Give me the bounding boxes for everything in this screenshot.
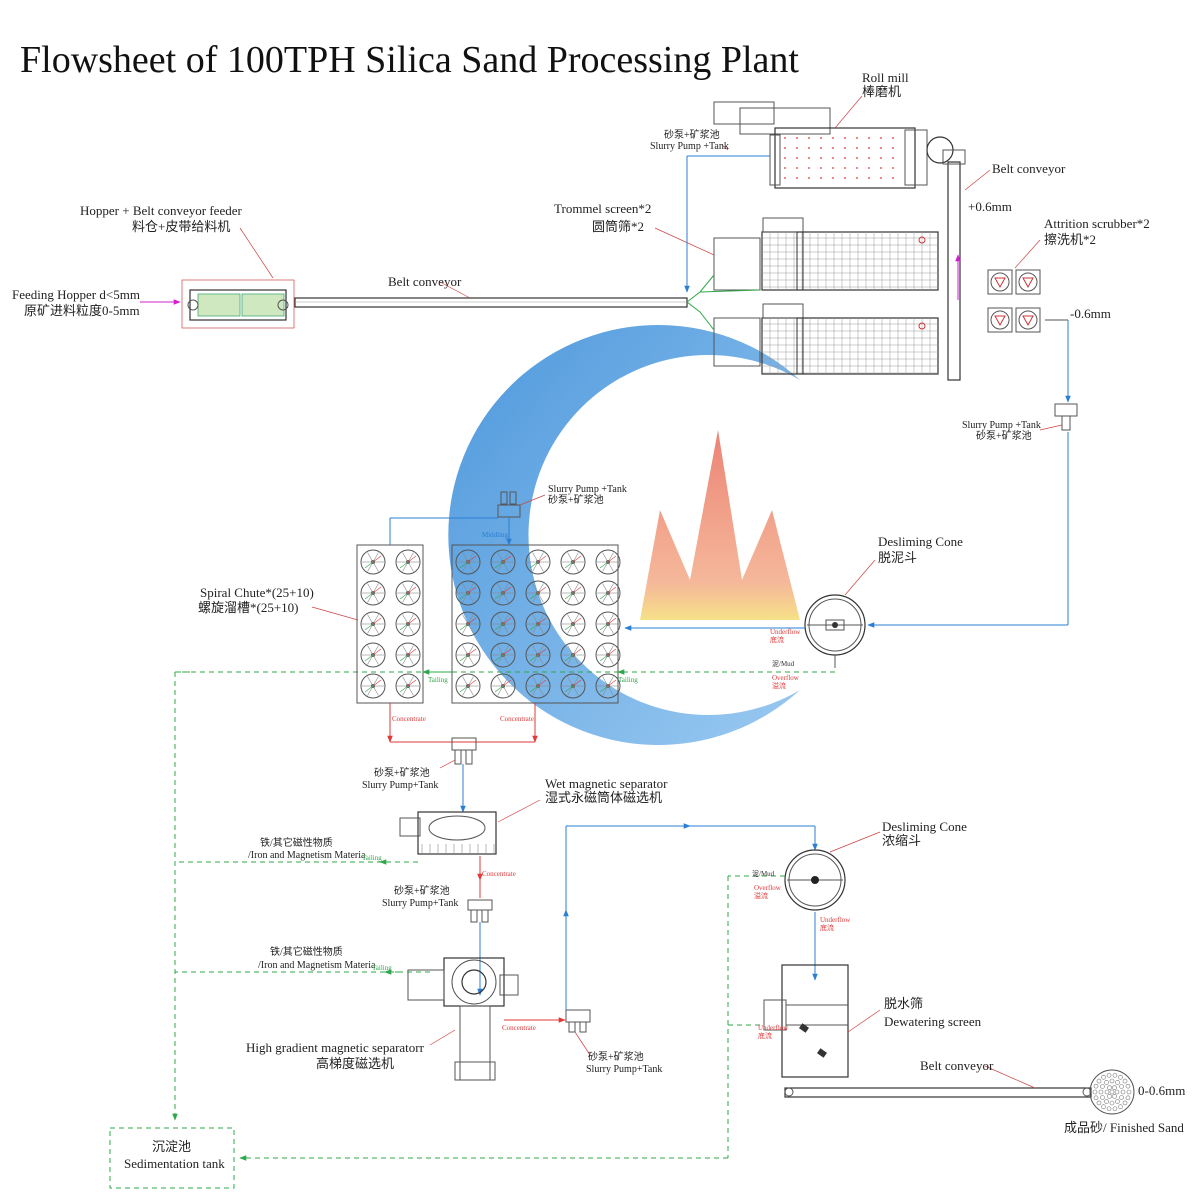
dewater-label: Dewatering screen <box>884 1014 982 1029</box>
sedimentation-tank <box>109 1127 235 1189</box>
pump-tank-5 <box>467 899 493 923</box>
mud1-label: 泥/Mud <box>772 660 795 668</box>
sedimentation-label: Sedimentation tank <box>124 1156 225 1171</box>
trommel-label: Trommel screen*2 <box>554 201 651 216</box>
pump-tank-6 <box>565 1009 591 1033</box>
iron1-label-cn: 铁/其它磁性物质 <box>260 836 333 849</box>
trommel-screen-bottom <box>713 303 939 375</box>
finished-sand-label: 成品砂/ Finished Sand <box>1064 1120 1184 1135</box>
desliming1-label-cn: 脱泥斗 <box>878 550 917 565</box>
iron1-label: /Iron and Magnetism Materia <box>248 850 366 861</box>
high-gradient-magnetic-separator <box>407 957 519 1081</box>
hopper-label: Hopper + Belt conveyor feeder <box>80 203 242 218</box>
feeding-hopper <box>181 279 295 329</box>
pump-tank-3 <box>1054 403 1078 431</box>
attrition-scrubber <box>987 269 1041 333</box>
iron2-label-cn: 铁/其它磁性物质 <box>270 945 343 958</box>
belt-conveyor-vertical <box>942 149 966 381</box>
desliming-cone-1 <box>804 594 866 668</box>
concentrate-label-1: Concentrate <box>392 715 426 723</box>
underflow3-label: Underflow <box>758 1024 789 1032</box>
underflow3-label-cn: 底流 <box>758 1031 772 1040</box>
roll-mill-label: Roll mill <box>862 70 909 85</box>
pump4-label: Slurry Pump+Tank <box>362 780 438 791</box>
dewatering-screen <box>763 964 849 1078</box>
pump-tank-2 <box>497 491 521 518</box>
overflow1-label: Overflow <box>772 674 800 682</box>
feeding-label: Feeding Hopper d<5mm <box>12 287 140 302</box>
spiral-chute-bank-small <box>356 544 424 704</box>
desliming-cone-2 <box>784 849 846 911</box>
desliming2-label: Desliming Cone <box>882 819 967 834</box>
trommel-screen-top <box>713 217 939 291</box>
concentrate-label-4: Concentrate <box>502 1024 536 1032</box>
sedimentation-label-cn: 沉淀池 <box>152 1139 191 1154</box>
belt-conveyor-bottom-label: Belt conveyor <box>920 1058 994 1073</box>
trommel-label-cn: 圆筒筛*2 <box>592 219 644 234</box>
pump5-label-cn: 砂泵+矿浆池 <box>394 884 450 897</box>
pump3-label: Slurry Pump +Tank <box>962 420 1041 431</box>
belt-conveyor-main <box>294 297 688 308</box>
belt-conveyor-top-label: Belt conveyor <box>388 274 462 289</box>
tailing-label-2: Tailing <box>618 676 638 684</box>
tailing-label-1: Tailing <box>428 676 448 684</box>
pump5-label: Slurry Pump+Tank <box>382 898 458 909</box>
desliming2-label-cn: 浓缩斗 <box>882 833 921 848</box>
pump4-label-cn: 砂泵+矿浆池 <box>374 766 430 779</box>
concentrate-label-3: Concentrate <box>482 870 516 878</box>
finished-sand-pile <box>1089 1069 1135 1115</box>
middling-label: Middling <box>482 531 509 539</box>
tailing-label-3: Tailing <box>362 854 382 862</box>
wet-magnetic-separator <box>399 811 497 855</box>
overflow1-label-cn: 溢流 <box>772 681 786 690</box>
roll-mill-label-cn: 棒磨机 <box>862 84 901 99</box>
desliming1-label: Desliming Cone <box>878 534 963 549</box>
attrition-label: Attrition scrubber*2 <box>1044 216 1150 231</box>
tailing-label-4: Tailing <box>372 964 392 972</box>
overflow2-label-cn: 溢流 <box>754 891 768 900</box>
pump6-label: Slurry Pump+Tank <box>586 1064 662 1075</box>
pump6-label-cn: 砂泵+矿浆池 <box>588 1050 644 1063</box>
underflow1-label-cn: 底流 <box>770 635 784 644</box>
belt-conveyor-right-label: Belt conveyor <box>992 161 1066 176</box>
belt-conveyor-product <box>784 1087 1092 1098</box>
mill-pump-label: Slurry Pump +Tank <box>650 141 729 152</box>
spiral-chute-bank-large <box>451 544 621 704</box>
wms-label-cn: 湿式永磁筒体磁选机 <box>545 790 662 805</box>
plus-size-label: +0.6mm <box>968 199 1012 214</box>
dewater-label-cn: 脱水筛 <box>884 996 923 1011</box>
diagram-title: Flowsheet of 100TPH Silica Sand Processi… <box>20 39 799 81</box>
overflow2-label: Overflow <box>754 884 782 892</box>
underflow2-label-cn: 底流 <box>820 923 834 932</box>
hgms-label: High gradient magnetic separatorr <box>246 1040 425 1055</box>
minus-size-label: -0.6mm <box>1070 306 1111 321</box>
pump3-label-cn: 砂泵+矿浆池 <box>976 429 1032 442</box>
concentrate-label-2: Concentrate <box>500 715 534 723</box>
iron2-label: /Iron and Magnetism Materia <box>258 960 376 971</box>
spiral-label-cn: 螺旋溜槽*(25+10) <box>198 600 299 615</box>
underflow2-label: Underflow <box>820 916 851 924</box>
hgms-label-cn: 高梯度磁选机 <box>316 1056 394 1071</box>
spiral-label: Spiral Chute*(25+10) <box>200 585 314 600</box>
wms-label: Wet magnetic separator <box>545 776 668 791</box>
roll-mill <box>713 101 954 189</box>
feeding-label-cn: 原矿进料粒度0-5mm <box>24 303 140 318</box>
watermark-logo <box>448 325 800 745</box>
pump2-label: Slurry Pump +Tank <box>548 484 627 495</box>
hopper-label-cn: 料仓+皮带给料机 <box>132 219 230 234</box>
mill-pump-label-cn: 砂泵+矿浆池 <box>664 128 720 141</box>
pump-tank-4 <box>451 737 477 765</box>
attrition-label-cn: 擦洗机*2 <box>1044 232 1096 247</box>
underflow1-label: Underflow <box>770 628 801 636</box>
pump2-label-cn: 砂泵+矿浆池 <box>548 493 604 506</box>
product-size-label: 0-0.6mm <box>1138 1083 1185 1098</box>
mud2-label: 泥/Mud <box>752 870 775 878</box>
